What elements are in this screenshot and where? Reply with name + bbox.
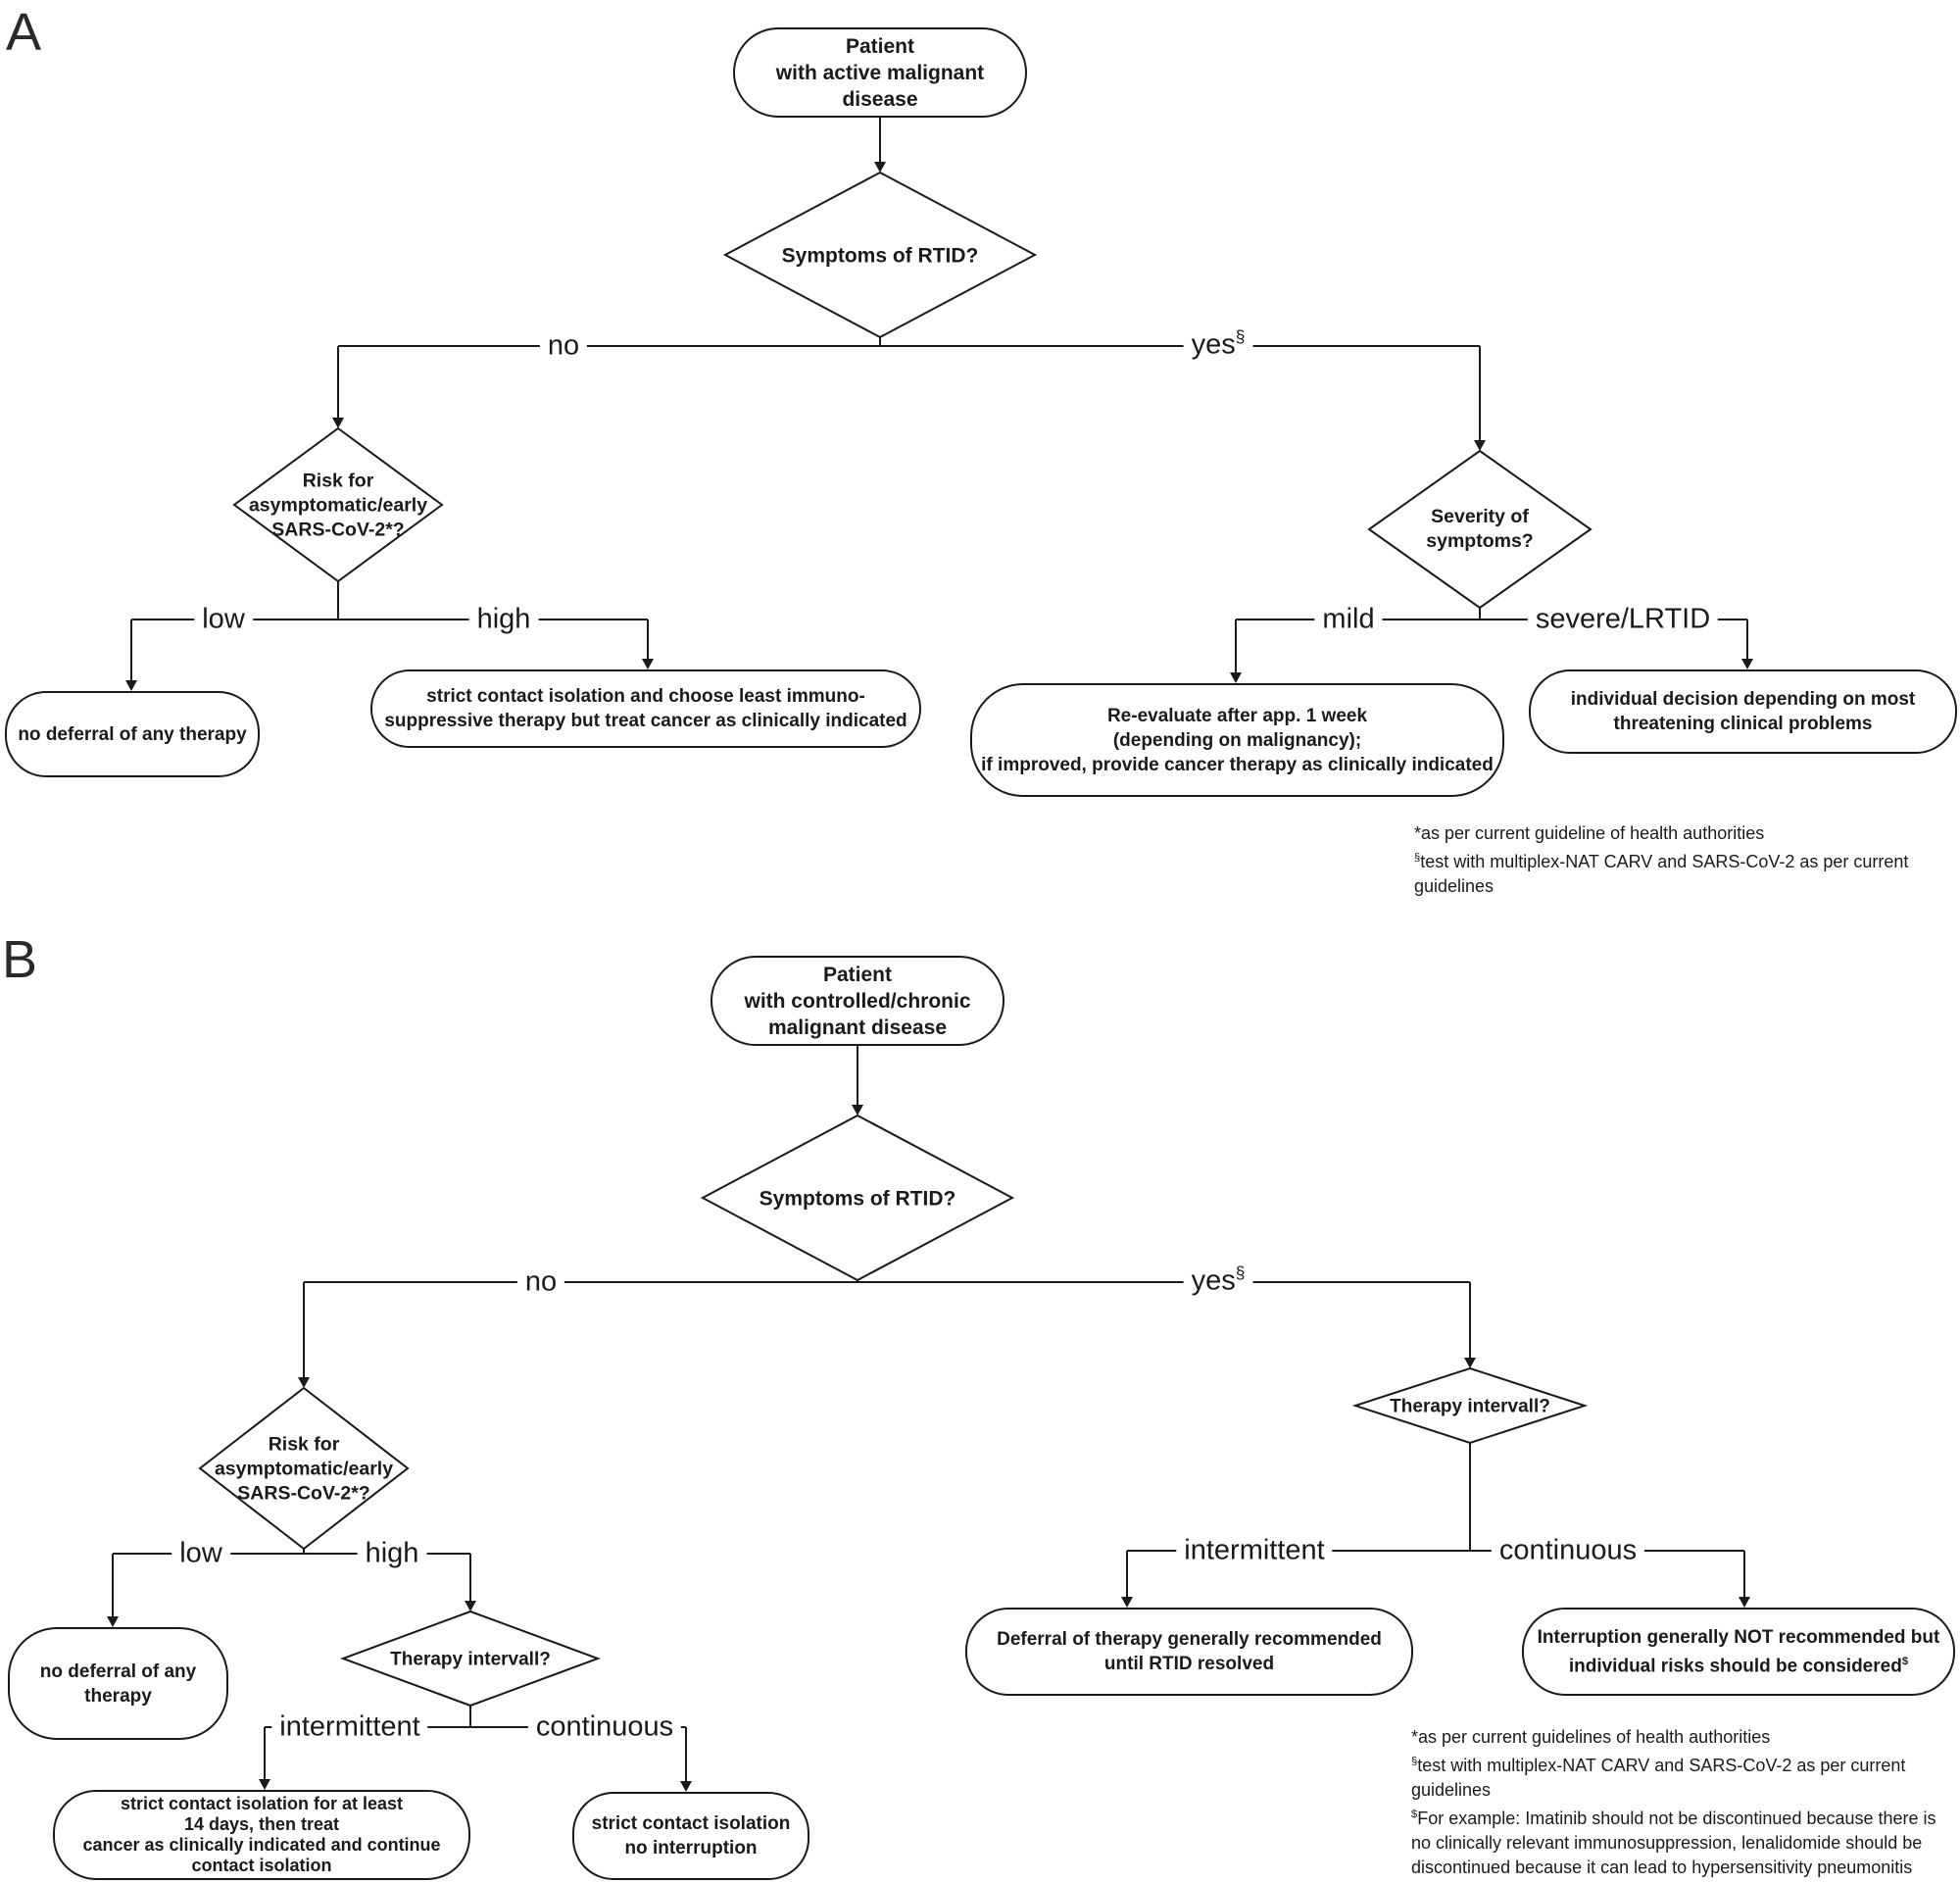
- branch-label-a-no: no: [539, 329, 588, 363]
- node-b-intermittent-isolation: strict contact isolation for at least 14…: [53, 1790, 470, 1880]
- decision-b-interval-left-text: Therapy intervall?: [390, 1649, 551, 1670]
- footnote-b-dollar: $For example: Imatinib should not be dis…: [1411, 1809, 1936, 1877]
- footnotes-panel-a: *as per current guideline of health auth…: [1414, 818, 1960, 899]
- diamond-a-symptoms: [722, 171, 1038, 339]
- branch-label-b-high: high: [357, 1537, 427, 1570]
- panel-a-label: A: [6, 3, 42, 62]
- decision-a-risk-text: Risk for asymptomatic/early SARS-CoV-2*?: [248, 470, 428, 541]
- branch-label-b-intermittent-left: intermittent: [271, 1710, 428, 1744]
- branch-label-b-continuous-right: continuous: [1491, 1534, 1645, 1567]
- diamond-b-risk: [198, 1386, 410, 1551]
- branch-label-a-high: high: [468, 603, 539, 636]
- branch-label-b-intermittent-right: intermittent: [1176, 1534, 1333, 1567]
- decision-b-risk-text: Risk for asymptomatic/early SARS-CoV-2*?: [214, 1433, 394, 1505]
- footnotes-panel-b: *as per current guidelines of health aut…: [1411, 1721, 1960, 1880]
- node-b-no-deferral: no deferral of any therapy: [8, 1627, 228, 1740]
- footnote-a-section: §test with multiplex-NAT CARV and SARS-C…: [1414, 852, 1909, 896]
- decision-b-symptoms-text: Symptoms of RTID?: [759, 1187, 956, 1211]
- arrowheads: [107, 162, 1753, 1792]
- footnote-a-asterisk: *as per current guideline of health auth…: [1414, 823, 1765, 843]
- branch-label-a-severe: severe/LRTID: [1527, 603, 1719, 636]
- node-a-individual-decision: individual decision depending on most th…: [1529, 669, 1957, 754]
- yes-footnote-marker: §: [1235, 326, 1246, 347]
- diamond-b-symptoms: [700, 1114, 1015, 1282]
- flow-lines: [112, 118, 1748, 1782]
- diamond-b-interval-right: [1351, 1366, 1589, 1445]
- decision-diamond-outlines: [198, 171, 1592, 1708]
- node-a-start-line: Patient: [845, 34, 914, 58]
- footnote-b-asterisk: *as per current guidelines of health aut…: [1411, 1727, 1771, 1747]
- node-b-start: Patient with controlled/chronic malignan…: [710, 956, 1004, 1046]
- node-b-interruption: Interruption generally NOT recommended b…: [1522, 1608, 1955, 1696]
- node-a-no-deferral: no deferral of any therapy: [5, 691, 260, 777]
- branch-label-a-mild: mild: [1314, 603, 1383, 636]
- node-a-start-line: disease: [842, 87, 918, 111]
- branch-label-b-no: no: [516, 1265, 565, 1299]
- panel-b-label: B: [2, 930, 38, 989]
- branch-label-b-low: low: [172, 1537, 230, 1570]
- branch-label-b-yes: yes§: [1183, 1263, 1253, 1298]
- diamond-a-severity: [1367, 449, 1592, 610]
- node-a-start-line: with active malignant: [775, 61, 985, 84]
- node-a-strict-isolation: strict contact isolation and choose leas…: [370, 669, 921, 748]
- node-a-reevaluate: Re-evaluate after app. 1 week (depending…: [970, 683, 1504, 797]
- node-b-deferral: Deferral of therapy generally recommende…: [965, 1608, 1413, 1696]
- diamond-a-risk: [232, 426, 444, 583]
- node-a-start: Patient with active malignant disease: [733, 27, 1027, 118]
- diamond-b-interval-left: [340, 1610, 601, 1708]
- decision-a-symptoms-text: Symptoms of RTID?: [781, 244, 979, 268]
- dollar-footnote-marker: $: [1901, 1655, 1909, 1667]
- decision-b-interval-right-text: Therapy intervall?: [1390, 1396, 1550, 1417]
- branch-label-a-yes: yes§: [1183, 326, 1253, 362]
- branch-label-b-continuous-left: continuous: [527, 1710, 682, 1744]
- yes-footnote-marker: §: [1235, 1263, 1246, 1283]
- node-b-continuous-isolation: strict contact isolation no interruption: [572, 1792, 809, 1880]
- footnote-b-section: §test with multiplex-NAT CARV and SARS-C…: [1411, 1756, 1906, 1800]
- decision-a-severity-text: Severity of symptoms?: [1426, 506, 1534, 552]
- branch-label-a-low: low: [194, 603, 253, 636]
